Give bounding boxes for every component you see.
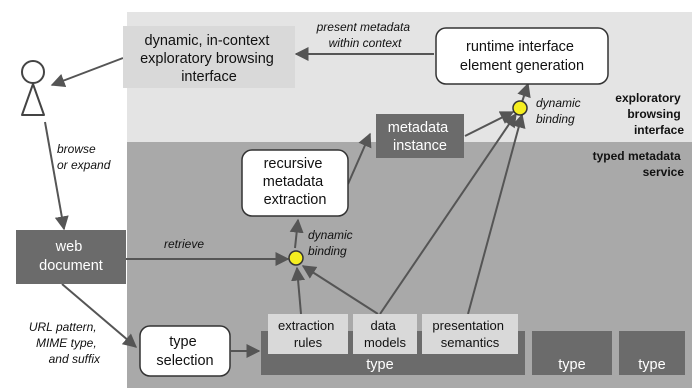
dynamic-binding-top-line-2: binding [536, 112, 575, 126]
type-3-label: type [638, 357, 665, 373]
web-document-box [16, 230, 126, 284]
arrow-interface-to-user [50, 57, 124, 88]
url-pattern-line-2: MIME type, [36, 336, 97, 350]
metadata-instance-line-2: instance [393, 138, 447, 154]
metadata-instance-line-1: metadata [388, 120, 449, 136]
runtime-generation-box [435, 27, 609, 85]
present-metadata-label: present metadata within context [316, 20, 414, 50]
arrow-binding-to-runtime [517, 82, 531, 103]
dynamic-binding-bottom-line-1: dynamic [308, 228, 353, 242]
data-models-line-1: data [371, 318, 397, 333]
url-pattern-label: URL pattern, MIME type, and suffix [29, 320, 101, 366]
arrow-extraction-to-instance [347, 132, 372, 185]
presentation-semantics-line-2: semantics [441, 335, 500, 350]
web-document-line-2: document [39, 258, 103, 274]
exploratory-region-title: exploratory browsing interface [615, 91, 684, 137]
type-box-3 [619, 331, 685, 375]
arrow-semantics-to-top-binding [467, 113, 526, 315]
extraction-rules-line-2: rules [294, 335, 323, 350]
metadata-instance-label: metadata instance [388, 120, 453, 154]
dynamic-binding-top-label: dynamic binding [536, 96, 584, 126]
web-document-line-1: web [55, 239, 83, 255]
dynamic-binding-bottom-line-2: binding [308, 244, 347, 258]
present-metadata-line-1: present metadata [316, 20, 411, 34]
service-title-line-2: service [643, 165, 685, 179]
runtime-generation-label: runtime interface element generation [460, 39, 584, 74]
browsing-interface-label: dynamic, in-context exploratory browsing… [140, 33, 278, 85]
dynamic-binding-top-dot [512, 100, 528, 116]
recursive-extraction-box [241, 149, 349, 217]
url-pattern-line-3: and suffix [49, 352, 101, 366]
arrow-binding-to-extraction [289, 218, 304, 249]
type-selection-box [139, 325, 231, 377]
runtime-generation-line-2: element generation [460, 58, 584, 74]
exploratory-title-line-2: browsing [627, 107, 680, 121]
web-document-label: web document [39, 239, 103, 274]
browsing-interface-line-2: exploratory browsing [140, 51, 274, 67]
service-title-line-1: typed metadata [593, 149, 681, 163]
type-main-label: type [366, 357, 393, 373]
exploratory-title-line-3: interface [634, 123, 684, 137]
browse-expand-label: browse or expand [57, 142, 111, 172]
browsing-interface-box [123, 26, 295, 88]
arrow-models-to-binding [301, 265, 379, 315]
arrow-rules-to-binding [291, 266, 306, 315]
extraction-rules-line-1: extraction [278, 318, 334, 333]
recursive-extraction-line-2: metadata [263, 174, 324, 190]
metadata-instance-box [376, 114, 464, 158]
type-selection-line-1: type [169, 334, 196, 350]
browse-expand-line-1: browse [57, 142, 96, 156]
recursive-extraction-line-1: recursive [264, 156, 323, 172]
recursive-extraction-line-3: extraction [264, 192, 327, 208]
type-2-label: type [558, 357, 585, 373]
dynamic-binding-top-line-1: dynamic [536, 96, 581, 110]
browse-expand-line-2: or expand [57, 158, 111, 172]
extraction-rules-label: extraction rules [278, 318, 338, 350]
extraction-rules-box [268, 314, 348, 354]
recursive-extraction-label: recursive metadata extraction [263, 156, 328, 208]
type-selection-label: type selection [156, 334, 213, 369]
type-selection-line-2: selection [156, 353, 213, 369]
presentation-semantics-label: presentation semantics [432, 318, 507, 350]
data-models-box [353, 314, 417, 354]
user-icon [21, 60, 45, 116]
presentation-semantics-line-1: presentation [432, 318, 504, 333]
retrieve-label: retrieve [164, 237, 204, 251]
runtime-generation-line-1: runtime interface [466, 39, 574, 55]
service-region-title: typed metadata service [593, 149, 685, 179]
dynamic-binding-bottom-dot [288, 250, 304, 266]
type-box-2 [532, 331, 612, 375]
presentation-semantics-box [422, 314, 518, 354]
data-models-line-2: models [364, 335, 406, 350]
url-pattern-line-1: URL pattern, [29, 320, 97, 334]
data-models-label: data models [364, 318, 406, 350]
browsing-interface-line-1: dynamic, in-context [145, 33, 270, 49]
browsing-interface-line-3: interface [181, 69, 237, 85]
arrow-web-document-to-type-selection [61, 283, 138, 348]
arrow-models-to-top-binding [379, 112, 517, 315]
dynamic-binding-bottom-label: dynamic binding [308, 228, 356, 258]
exploratory-title-line-1: exploratory [615, 91, 681, 105]
arrow-user-to-web-document [44, 121, 69, 231]
present-metadata-line-2: within context [329, 36, 402, 50]
